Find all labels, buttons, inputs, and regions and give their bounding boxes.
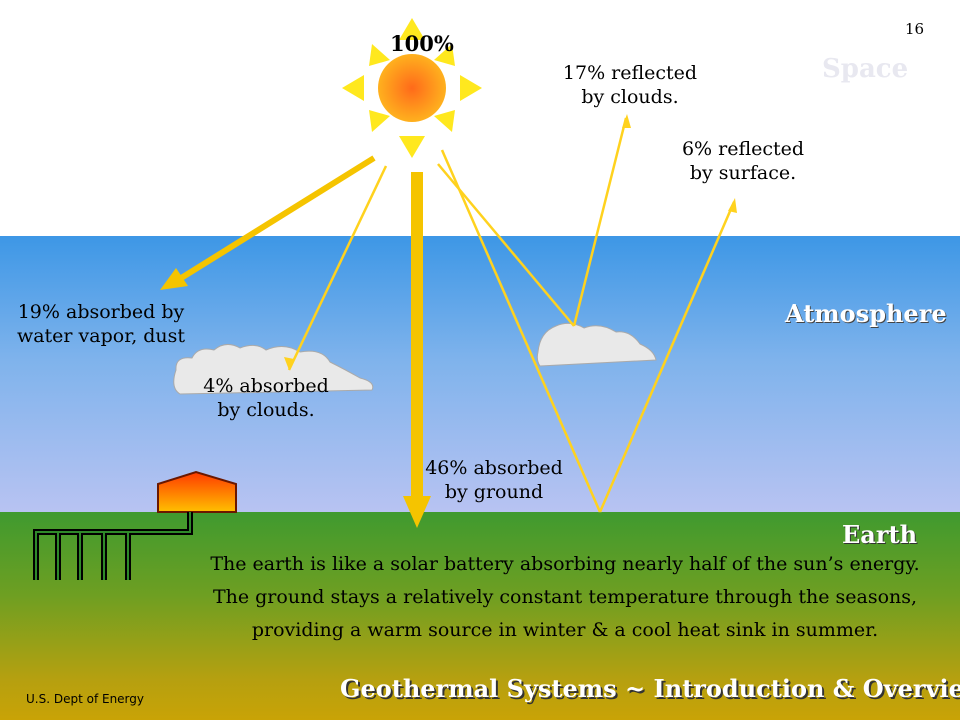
ray-to-surface	[440, 149, 602, 513]
arrowhead-absorbed-clouds	[284, 357, 294, 370]
ray-reflected-clouds	[572, 117, 628, 327]
space-label: Space	[822, 54, 909, 84]
arrow-absorbed-ground	[411, 172, 423, 498]
cloud-right	[536, 322, 657, 367]
thin-rays	[287, 117, 736, 513]
reflected-surface-label: 6% reflected by surface.	[681, 138, 805, 184]
reflected-clouds-label: 17% reflected by clouds.	[562, 62, 698, 108]
absorbed-ground-label: 46% absorbed by ground	[425, 457, 563, 503]
footer-title: Geothermal Systems ~ Introduction & Over…	[340, 674, 960, 703]
ray-absorbed-clouds	[287, 165, 388, 371]
arrowhead-absorbed-ground	[403, 496, 431, 528]
arrowhead-absorbed-vapor	[160, 268, 188, 290]
body-text-line-2: The ground stays a relatively constant t…	[212, 586, 918, 608]
sun-percent-label: 100%	[390, 31, 454, 56]
house-icon	[33, 470, 237, 580]
cloud-left	[173, 344, 374, 395]
arrowhead-reflected-clouds	[622, 114, 631, 128]
arrow-absorbed-vapor	[176, 155, 376, 283]
credit-text: U.S. Dept of Energy	[26, 692, 144, 706]
atmosphere-label: Atmosphere	[785, 299, 947, 328]
absorbed-vapor-label: 19% absorbed by water vapor, dust	[16, 301, 186, 347]
ray-reflected-surface	[598, 201, 736, 513]
sun-icon	[342, 18, 482, 158]
earth-region	[0, 512, 960, 720]
page-number: 16	[905, 20, 925, 38]
earth-label: Earth	[842, 520, 918, 549]
body-text-line-1: The earth is like a solar battery absorb…	[210, 553, 920, 575]
body-text-line-3: providing a warm source in winter & a co…	[251, 619, 879, 641]
atmosphere-region	[0, 236, 960, 512]
absorbed-clouds-label: 4% absorbed by clouds.	[203, 375, 329, 421]
space-region	[0, 0, 960, 236]
arrowhead-reflected-surface	[728, 198, 737, 213]
